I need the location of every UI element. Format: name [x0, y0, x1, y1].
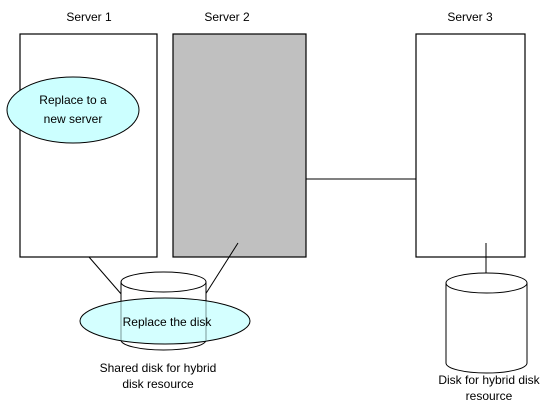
shared-disk-caption-line-2: disk resource: [122, 377, 194, 391]
server-2-box: [172, 33, 307, 258]
server-2-label: Server 2: [204, 10, 250, 24]
local-disk-caption-line-2: resource: [466, 389, 513, 403]
local-disk-caption-line-1: Disk for hybrid disk: [438, 373, 540, 387]
server-3-label: Server 3: [447, 10, 493, 24]
server-1-disk-connection: [88, 256, 123, 296]
replace-server-text-line-2: new server: [44, 112, 103, 126]
replace-disk-text: Replace the disk: [123, 315, 213, 329]
local-disk-icon: [445, 272, 528, 374]
server-3-box: [415, 33, 526, 258]
replace-server-callout: [6, 76, 140, 144]
server-2-disk-connection: [204, 242, 239, 296]
server-1-box: [19, 33, 158, 258]
replace-disk-callout: [79, 297, 251, 345]
replace-server-text-line-1: Replace to a: [39, 93, 107, 107]
shared-disk-caption-line-1: Shared disk for hybrid: [100, 361, 217, 375]
server-1-label: Server 1: [66, 10, 112, 24]
